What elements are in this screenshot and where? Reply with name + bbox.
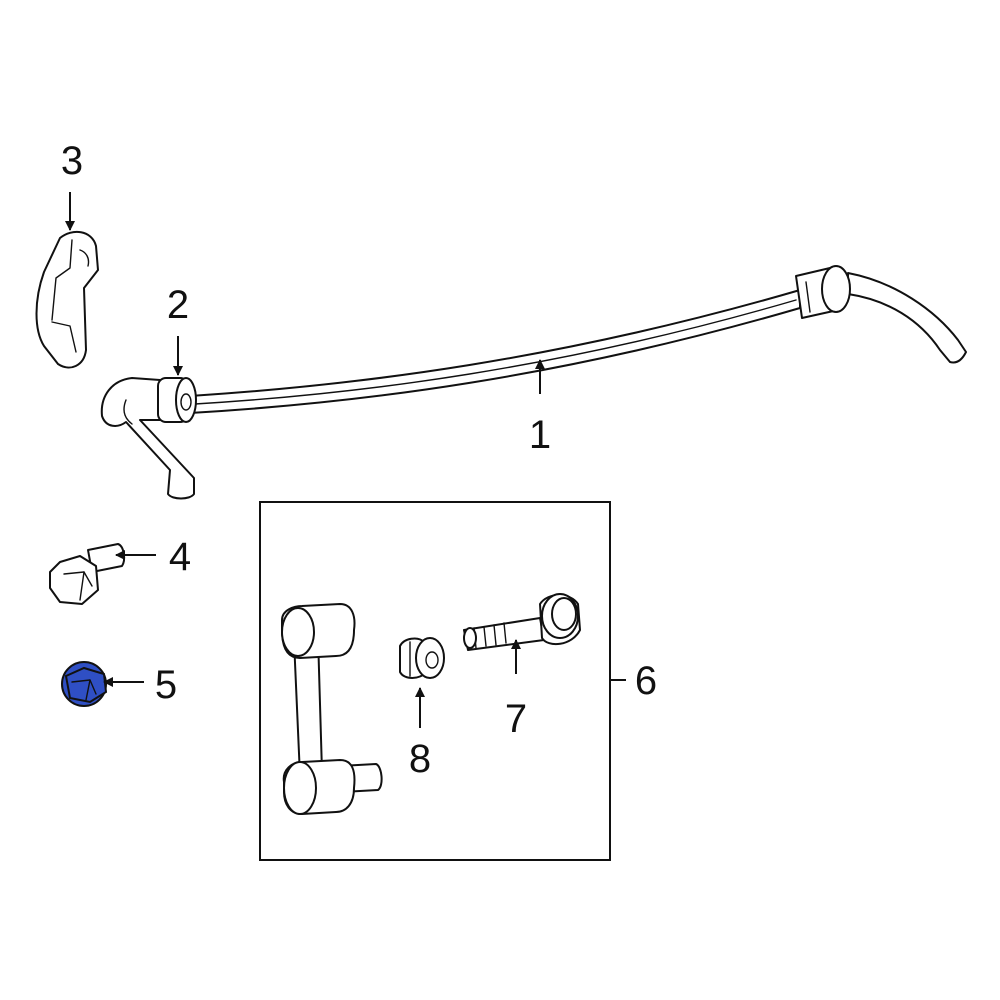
callout-7: 7 <box>505 697 527 741</box>
nut[interactable] <box>61 661 108 707</box>
bushing-right[interactable] <box>795 265 851 319</box>
link-bolt[interactable] <box>463 593 581 651</box>
callout-3: 3 <box>61 139 83 183</box>
callout-5: 5 <box>155 663 177 707</box>
callout-8: 8 <box>409 737 431 781</box>
callout-1: 1 <box>529 413 551 457</box>
bushing-left[interactable] <box>157 377 197 423</box>
callout-6: 6 <box>635 659 657 703</box>
callout-arrows <box>65 192 626 728</box>
bushing-bracket[interactable] <box>35 230 99 369</box>
callout-2: 2 <box>167 283 189 327</box>
stabilizer-bar[interactable] <box>100 265 967 500</box>
bolt[interactable] <box>49 543 126 605</box>
callout-4: 4 <box>169 535 191 579</box>
link-nut[interactable] <box>399 637 445 679</box>
stabilizer-link[interactable] <box>281 603 383 815</box>
